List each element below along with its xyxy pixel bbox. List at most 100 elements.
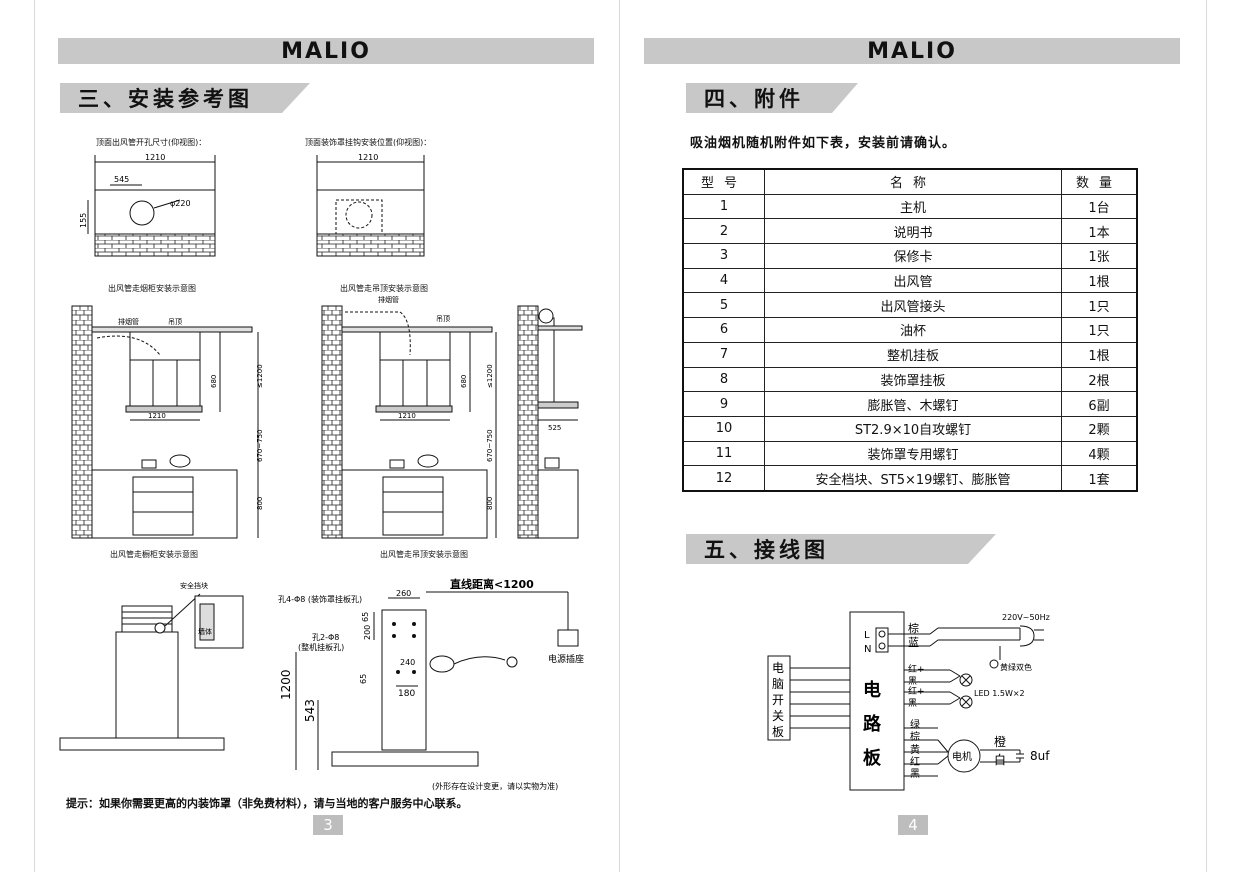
label-holes-2b: (整机挂板孔) (298, 642, 344, 652)
switch-wires (790, 667, 850, 729)
dim-670-750-b: 670~750 (486, 429, 494, 462)
label-chimney-a: 排烟管 (118, 317, 139, 326)
terminal-L: L (864, 630, 870, 641)
dim-800-a: 800 (256, 497, 264, 510)
label-holes-2a: 孔2-Φ8 (312, 633, 339, 642)
wire-blue: 蓝 (908, 636, 919, 649)
dim-1210-b: 1210 (358, 153, 378, 162)
label-safety-block: 安全挡块 (180, 581, 208, 590)
wire-red1: 红+ (908, 663, 925, 675)
label-holes-4: 孔4-Φ8 (装饰罩挂板孔) (278, 594, 362, 604)
earth-wire-label: 黄绿双色 (1000, 662, 1032, 672)
installation-drawings: 1210 545 φ220 155 1210 排烟管 吊顶 1210 680 ≤… (59, 153, 584, 791)
accessories-intro: 吸油烟机随机附件如下表，安装前请确认。 (690, 136, 957, 151)
section-title-wiring: 五、接线图 (686, 534, 996, 564)
label-chimney-b: 排烟管 (378, 295, 399, 304)
label-line-distance: 直线距离<1200 (450, 577, 534, 591)
caption-mid-right: 出风管走吊顶安装示意图 (340, 284, 428, 293)
dim-phi220: φ220 (170, 199, 191, 208)
dim-1210-c: 1210 (148, 412, 166, 420)
wire-red: 红 (910, 755, 920, 768)
switch-board-char: 开 (772, 693, 784, 707)
ceiling-hole-diagram (87, 155, 216, 257)
page-number-right: 4 (898, 815, 928, 835)
label-ceiling-b: 吊顶 (436, 315, 450, 323)
page-number-left: 3 (313, 815, 343, 835)
label-power-socket: 电源插座 (548, 653, 584, 665)
power-wires (888, 625, 1044, 669)
wire-white: 白 (994, 752, 1006, 767)
brand-logo: MALIO (281, 38, 371, 64)
section-title-accessories: 四、附件 (686, 83, 858, 113)
dim-1210-a: 1210 (145, 153, 165, 162)
led-lamp-icon (959, 695, 973, 709)
wire-green: 绿 (910, 718, 920, 731)
dim-65-a: 65 (361, 612, 370, 622)
brand-bar-left: MALIO (58, 38, 594, 64)
switch-board-char: 电 (772, 661, 784, 675)
terminal-N: N (864, 644, 871, 655)
dim-543: 543 (303, 699, 317, 722)
switch-board-char: 板 (772, 725, 784, 739)
caption-bottom-right: 出风管走吊顶安装示意图 (380, 550, 468, 559)
dim-180: 180 (398, 689, 415, 699)
caption-bottom-left: 出风管走橱柜安装示意图 (110, 550, 198, 559)
brand-logo: MALIO (867, 38, 957, 64)
safety-block-diagram (59, 593, 244, 751)
dim-le1200-b: ≤1200 (486, 364, 494, 388)
hook-position-diagram (316, 155, 425, 257)
voltage-label: 220V~50Hz (1002, 613, 1050, 622)
header-model: 型号 (682, 168, 765, 195)
mounting-plate-diagram (295, 591, 579, 770)
wire-brown-motor: 棕 (910, 730, 920, 743)
wire-black: 黑 (910, 768, 920, 780)
motor-icon (947, 739, 981, 773)
disclaimer-text: (外形存在设计变更，请以实物为准) (432, 781, 558, 791)
dim-680-a: 680 (210, 375, 218, 388)
motor-label: 电机 (952, 750, 972, 763)
wire-brown: 棕 (908, 621, 919, 635)
dim-670-750-a: 670~750 (256, 429, 264, 462)
circuit-board-char: 路 (863, 713, 882, 735)
wire-red2: 红+ (908, 685, 925, 697)
dim-545: 545 (114, 175, 129, 184)
terminal-block (875, 627, 889, 653)
motor-wires (904, 727, 1024, 777)
brand-bar-right: MALIO (644, 38, 1180, 64)
wire-yellow: 黄 (910, 743, 920, 756)
wire-black2: 黑- (908, 698, 920, 709)
wiring-diagram: 电 脑 开 关 板 电 路 板 L N 棕 蓝 220V~50Hz 黄绿双色 (767, 611, 1050, 791)
dim-le1200-a: ≤1200 (256, 364, 264, 388)
title-banner (686, 534, 996, 564)
dim-260: 260 (396, 589, 411, 598)
header-quantity: 数量 (1061, 168, 1138, 195)
led-label: LED 1.5W×2 (974, 689, 1025, 698)
dim-240: 240 (400, 658, 415, 667)
section-title-text: 三、安装参考图 (78, 87, 253, 111)
dim-680-b: 680 (460, 375, 468, 388)
dim-155: 155 (79, 213, 88, 228)
label-ceiling-a: 吊顶 (168, 318, 182, 326)
ceiling-install-diagram (321, 305, 583, 539)
wire-orange: 橙 (994, 734, 1006, 749)
dim-1210-d: 1210 (398, 412, 416, 420)
label-wall-body: 墙体 (198, 627, 212, 636)
table-header-row: 型号 名称 数量 (682, 168, 1138, 195)
title-banner (686, 83, 858, 113)
capacitor-label: 8uf (1030, 749, 1050, 763)
dim-800-b: 800 (486, 497, 494, 510)
wire-black1: 黑- (908, 676, 920, 687)
dim-65-b: 65 (359, 674, 368, 684)
dim-200: 200 (363, 625, 372, 640)
